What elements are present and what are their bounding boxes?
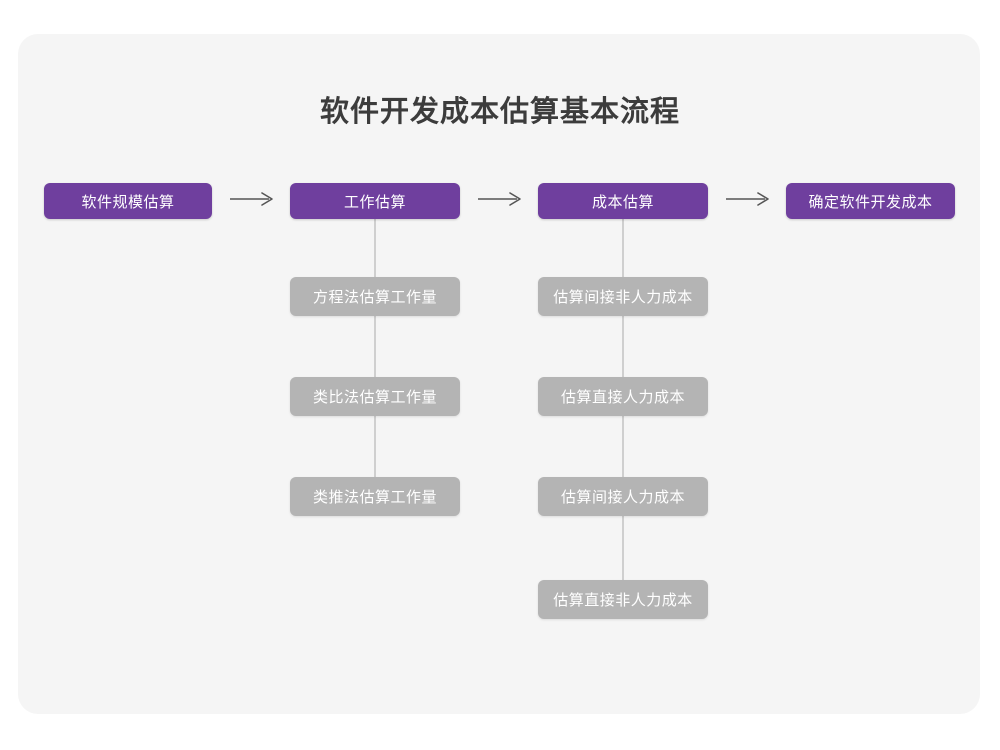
step-node-label: 成本估算: [591, 193, 654, 211]
branch-node-label: 估算间接非人力成本: [553, 289, 693, 306]
branch-node-equation-method-effort[interactable]: 方程法估算工作量: [290, 277, 460, 316]
branch-node-label: 估算直接非人力成本: [553, 592, 693, 609]
connector-line-cost: [622, 218, 624, 618]
step-node-cost-estimation[interactable]: 成本估算: [538, 183, 708, 219]
connector-line-work: [374, 218, 376, 516]
step-node-label: 软件规模估算: [81, 193, 175, 211]
branch-node-label: 估算直接人力成本: [560, 389, 685, 406]
step-node-label: 确定软件开发成本: [808, 193, 933, 211]
step-node-label: 工作估算: [343, 193, 406, 211]
step-node-software-scale-estimation[interactable]: 软件规模估算: [44, 183, 212, 219]
step-node-determine-development-cost[interactable]: 确定软件开发成本: [786, 183, 955, 219]
branch-node-inference-method-effort[interactable]: 类推法估算工作量: [290, 477, 460, 516]
step-node-work-estimation[interactable]: 工作估算: [290, 183, 460, 219]
branch-node-label: 类比法估算工作量: [312, 389, 437, 406]
branch-node-indirect-nonlabor-cost[interactable]: 估算间接非人力成本: [538, 277, 708, 316]
branch-node-label: 估算间接人力成本: [560, 489, 685, 506]
branch-node-label: 类推法估算工作量: [312, 489, 437, 506]
arrow-step-1-to-2: [228, 188, 278, 210]
branch-node-analogy-method-effort[interactable]: 类比法估算工作量: [290, 377, 460, 416]
branch-node-direct-nonlabor-cost[interactable]: 估算直接非人力成本: [538, 580, 708, 619]
arrow-step-2-to-3: [476, 188, 526, 210]
branch-node-direct-labor-cost[interactable]: 估算直接人力成本: [538, 377, 708, 416]
arrow-step-3-to-4: [724, 188, 774, 210]
page-title: 软件开发成本估算基本流程: [319, 96, 680, 128]
diagram-card: [18, 34, 980, 714]
branch-node-indirect-labor-cost[interactable]: 估算间接人力成本: [538, 477, 708, 516]
branch-node-label: 方程法估算工作量: [312, 289, 437, 306]
